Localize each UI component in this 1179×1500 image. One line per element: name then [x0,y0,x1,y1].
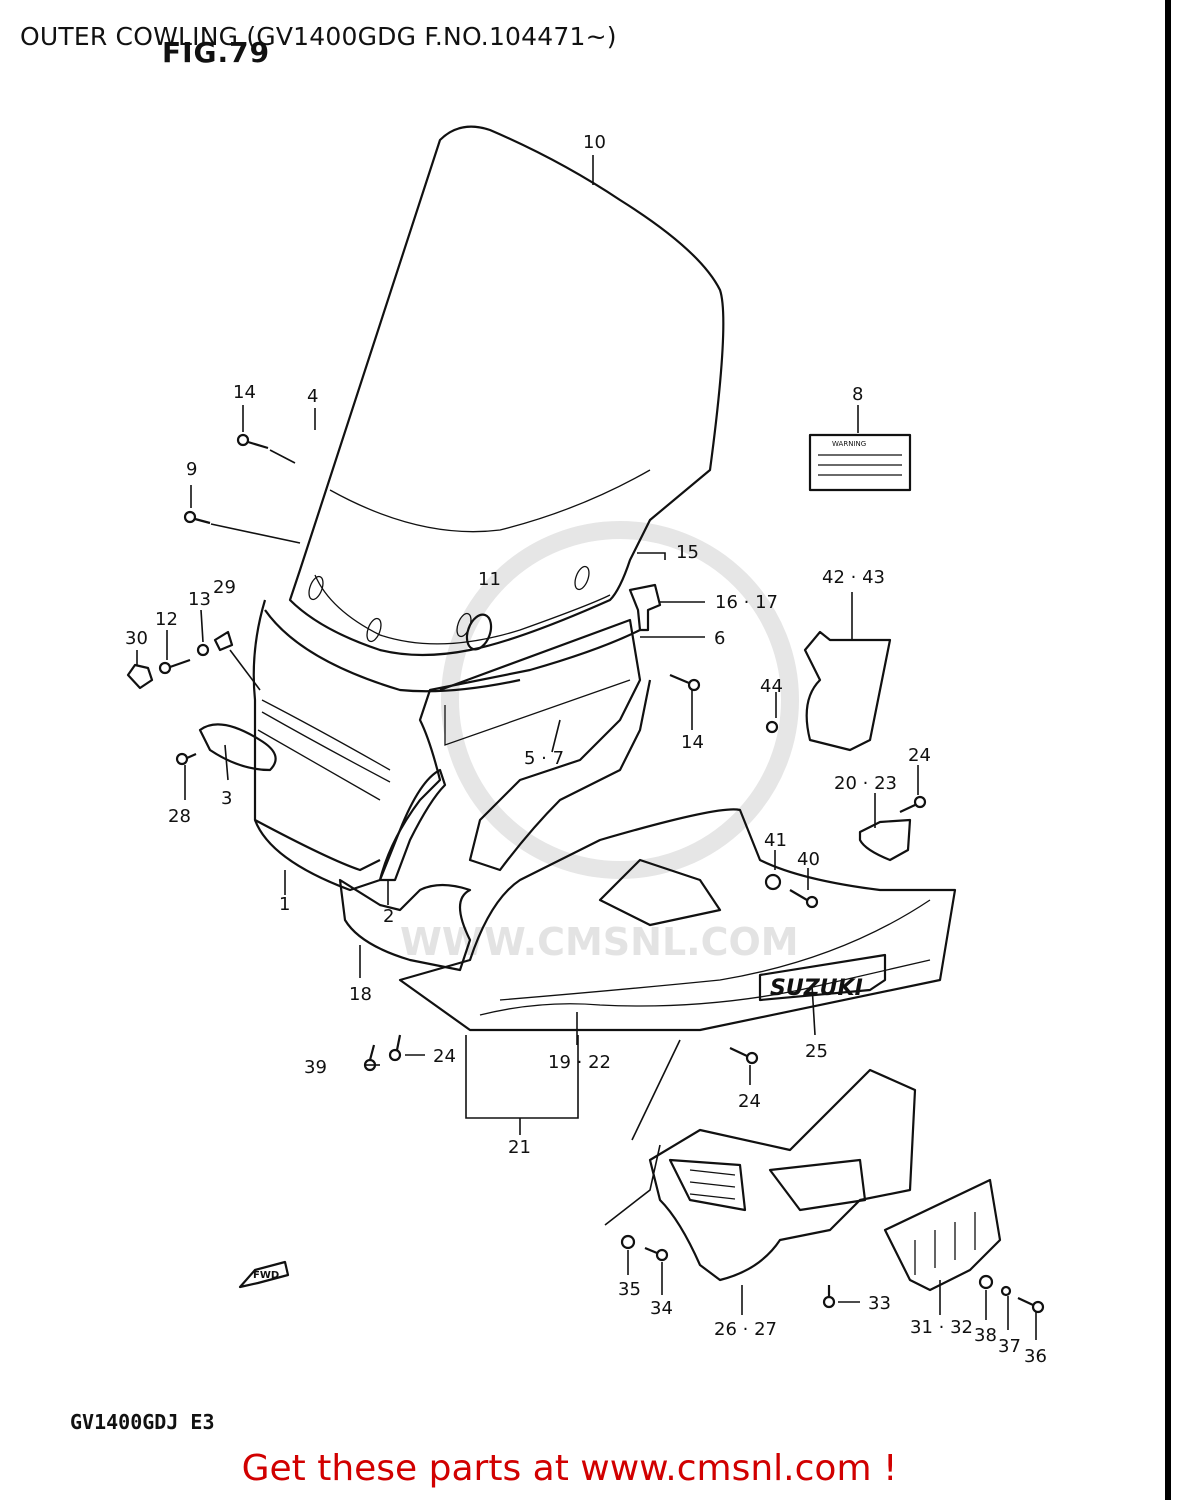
plate-20-23 [858,818,912,862]
callout-41: 41 [764,830,787,851]
callout-29: 29 [213,577,236,598]
callout-18: 18 [349,984,372,1005]
callout-1: 1 [279,894,290,915]
callout-38: 38 [974,1325,997,1346]
clip-16-17 [628,583,662,632]
fasteners [126,433,1045,1314]
page-border [1165,0,1171,1500]
callout-26-27: 26 · 27 [714,1319,777,1340]
fwd-arrow-text: FWD [253,1270,279,1281]
callout-28: 28 [168,806,191,827]
bracket-5-7 [439,618,652,872]
callout-34: 34 [650,1298,673,1319]
lower-cowling: SUZUKI [398,808,957,1032]
upper-cowling [252,599,641,892]
callout-24-left: 24 [433,1046,456,1067]
leader-lines [136,155,1037,1340]
callout-11: 11 [478,569,501,590]
side-cover-26-27 [648,1068,917,1282]
side-trim-2 [378,768,447,882]
windshield [288,125,725,657]
callout-21: 21 [508,1137,531,1158]
callout-44: 44 [760,676,783,697]
grommet-11 [465,613,493,651]
callouts: 10 4 14 9 8 15 11 16 · 17 42 · 43 6 29 1… [125,132,1047,1367]
callout-35: 35 [618,1279,641,1300]
page-title: OUTER COWLING (GV1400GDG F.NO.104471~) [20,22,617,51]
suzuki-emblem-text: SUZUKI [770,976,863,1001]
callout-14-mid: 14 [681,732,704,753]
callout-30: 30 [125,628,148,649]
trim-strip-6 [444,679,631,746]
warning-label-8: WARNING [808,433,912,492]
watermark-text: WWW.CMSNL.COM [400,920,799,964]
callout-9: 9 [186,459,197,480]
parts-diagram: WWW.CMSNL.COM SUZUKI [125,125,1047,1367]
callout-14-top: 14 [233,382,256,403]
callout-33: 33 [868,1293,891,1314]
callout-39: 39 [304,1057,327,1078]
callout-13: 13 [188,589,211,610]
callout-6: 6 [714,628,725,649]
callout-25: 25 [805,1041,828,1062]
callout-15: 15 [676,542,699,563]
callout-3: 3 [221,788,232,809]
grille-31-32 [883,1178,1002,1292]
callout-19-22: 19 · 22 [548,1052,611,1073]
callout-20-23: 20 · 23 [834,773,897,794]
model-code: GV1400GDJ E3 [70,1410,215,1434]
callout-2: 2 [383,906,394,927]
callout-12: 12 [155,609,178,630]
callout-4: 4 [307,386,318,407]
callout-40: 40 [797,849,820,870]
warning-label-text: WARNING [832,440,866,448]
figure-number: FIG.79 [162,36,271,69]
fwd-arrow-icon: FWD [238,1260,290,1289]
callout-37: 37 [998,1336,1021,1357]
inner-panel-18 [338,878,472,972]
callout-16-17: 16 · 17 [715,592,778,613]
side-cover-42-43 [803,630,892,752]
callout-31-32: 31 · 32 [910,1317,973,1338]
watermark-logo: WWW.CMSNL.COM [400,521,799,964]
callout-36: 36 [1024,1346,1047,1367]
callout-10: 10 [583,132,606,153]
callout-24-lower: 24 [738,1091,761,1112]
callout-5-7: 5 · 7 [524,748,564,769]
callout-24-right: 24 [908,745,931,766]
callout-42-43: 42 · 43 [822,567,885,588]
footer-link[interactable]: Get these parts at www.cmsnl.com ! [241,1448,898,1489]
emblem-3 [198,723,277,772]
callout-8: 8 [852,384,863,405]
